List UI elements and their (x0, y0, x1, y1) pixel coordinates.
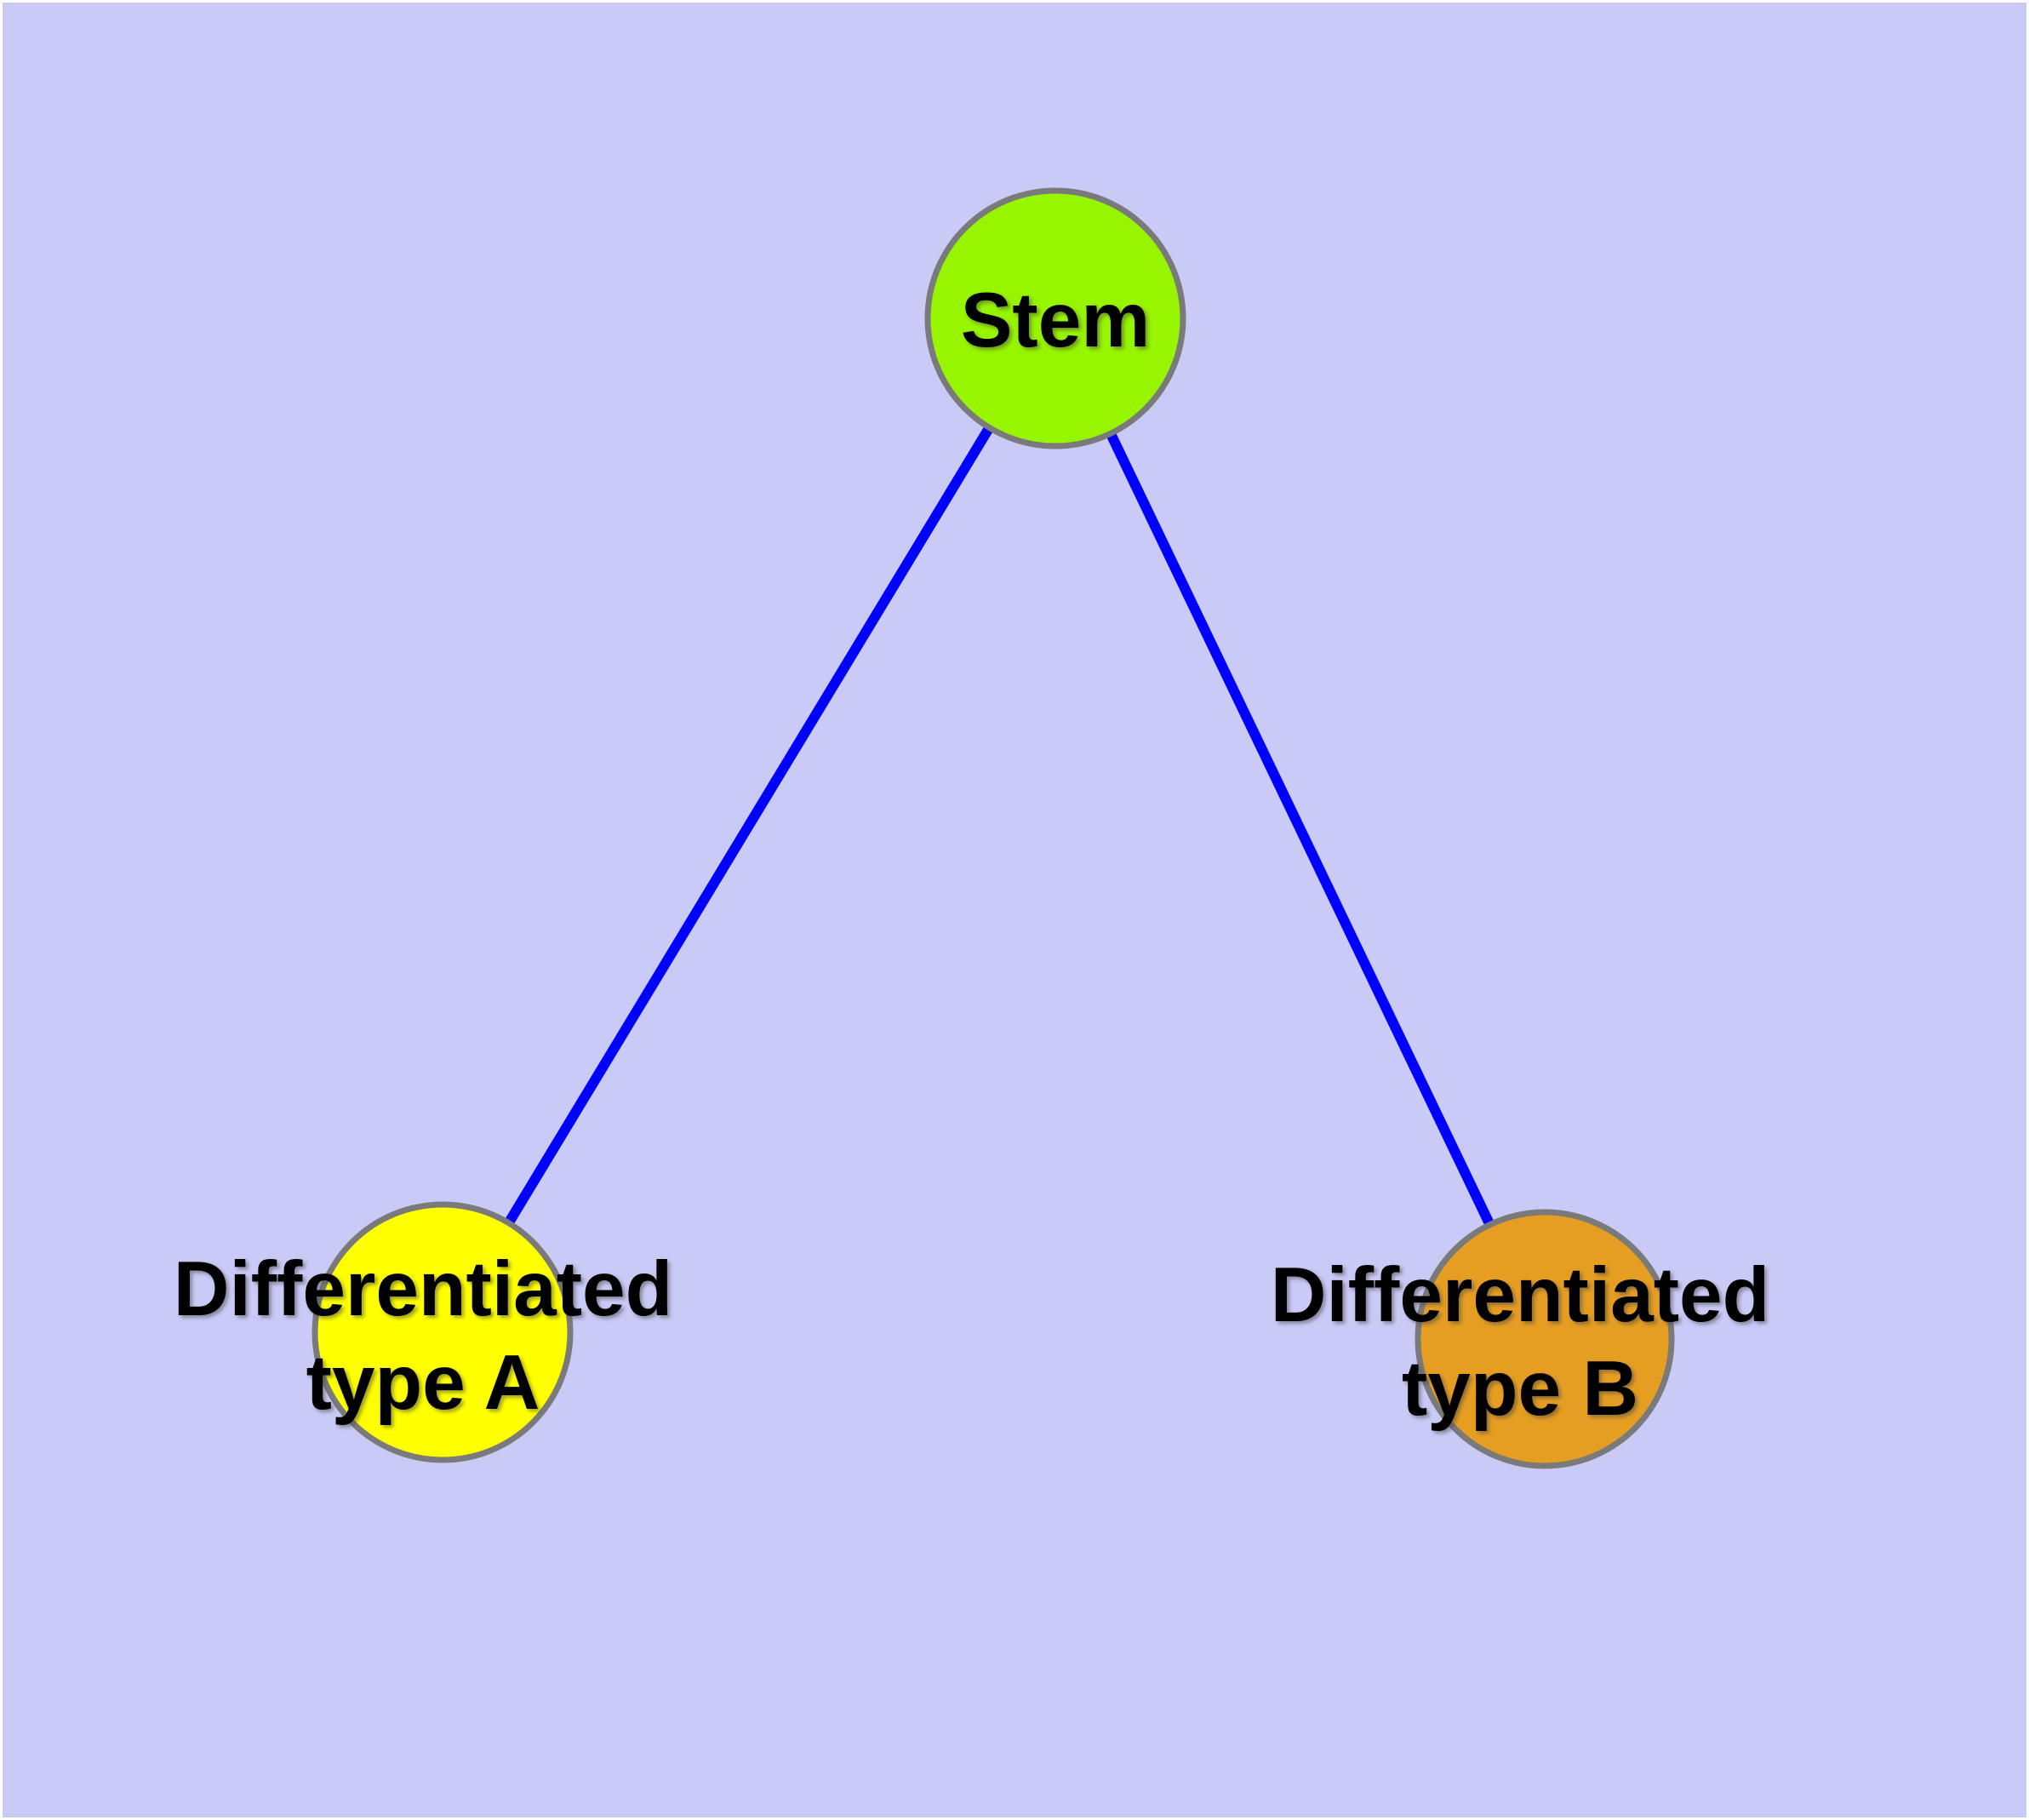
node-differentiated-type-b (1415, 1209, 1675, 1469)
edge-stem-to-type-b (1050, 316, 1550, 1342)
node-differentiated-type-a (311, 1201, 574, 1463)
node-stem (924, 187, 1186, 449)
edge-stem-to-type-a (437, 315, 1060, 1336)
